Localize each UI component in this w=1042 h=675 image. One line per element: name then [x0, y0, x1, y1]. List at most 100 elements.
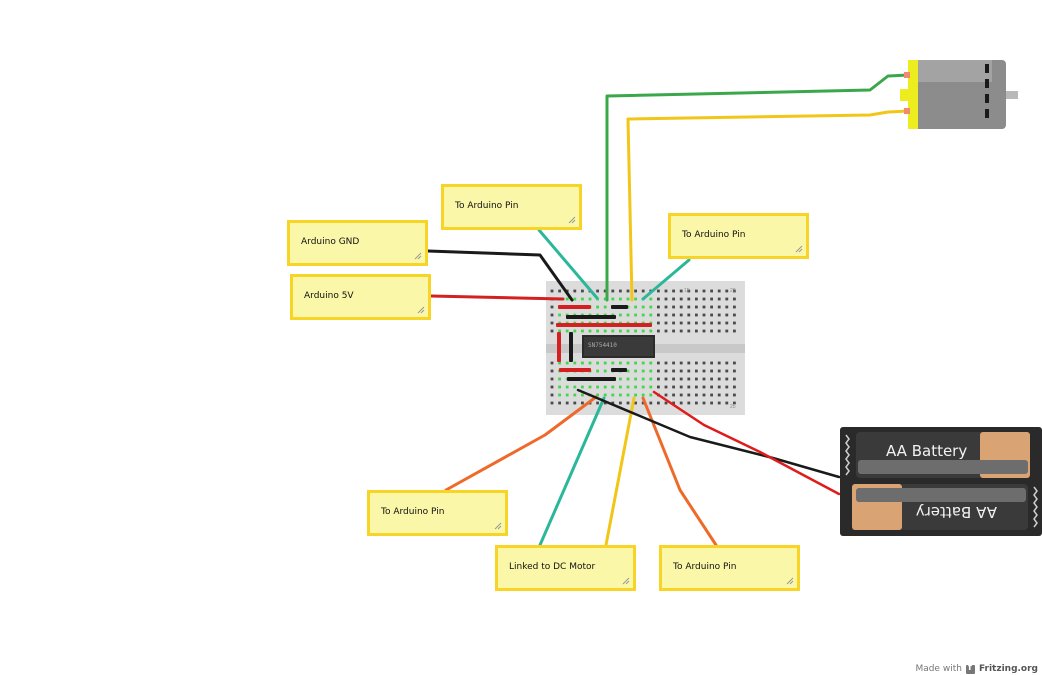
breadboard-hole-connected	[641, 369, 645, 373]
breadboard-hole	[657, 297, 660, 301]
breadboard-hole	[710, 385, 713, 389]
note-arduino-gnd[interactable]: Arduino GND	[287, 220, 428, 266]
battery-spring	[1033, 486, 1038, 528]
breadboard-hole	[717, 297, 721, 301]
wire-teal-bottom	[538, 396, 606, 547]
breadboard-hole	[702, 361, 706, 365]
breadboard-hole-connected	[634, 313, 637, 317]
breadboard-hole	[695, 401, 698, 405]
resize-grip-icon[interactable]	[494, 522, 502, 530]
breadboard-hole-connected	[603, 305, 607, 309]
breadboard-hole	[733, 297, 736, 301]
resize-grip-icon[interactable]	[795, 245, 803, 253]
breadboard-hole	[672, 297, 675, 301]
breadboard-hole	[695, 377, 698, 381]
breadboard-hole	[596, 401, 599, 405]
breadboard-hole	[687, 361, 691, 365]
breadboard-hole-connected	[634, 377, 637, 381]
note-linked-dc-motor[interactable]: Linked to DC Motor	[495, 545, 636, 591]
breadboard-hole-connected	[649, 393, 653, 397]
note-label: To Arduino Pin	[682, 230, 746, 240]
breadboard-hole-connected	[558, 361, 561, 365]
breadboard-hole	[702, 393, 706, 397]
breadboard-hole	[550, 321, 554, 325]
breadboard-hole-connected	[634, 393, 637, 397]
breadboard-hole	[710, 289, 713, 293]
breadboard-hole-connected	[581, 361, 584, 365]
breadboard-hole	[679, 313, 683, 317]
breadboard-hole	[695, 321, 698, 325]
breadboard-hole-connected	[596, 369, 599, 373]
breadboard-hole-connected	[588, 329, 592, 333]
resize-grip-icon[interactable]	[417, 306, 425, 314]
breadboard-hole-connected	[641, 305, 645, 309]
note-arduino-pin-bottom-right[interactable]: To Arduino Pin	[659, 545, 800, 591]
breadboard-hole-connected	[581, 393, 584, 397]
breadboard-hole	[550, 329, 554, 333]
note-arduino-pin-bottom-left[interactable]: To Arduino Pin	[367, 490, 508, 536]
breadboard-hole-connected	[588, 361, 592, 365]
wire-red-5v	[429, 294, 565, 301]
sn754410-chip: SN754410	[582, 335, 655, 358]
breadboard-hole	[611, 289, 615, 293]
note-arduino-5v[interactable]: Arduino 5V	[290, 274, 431, 320]
breadboard-hole	[725, 369, 729, 373]
breadboard-hole	[702, 377, 706, 381]
resize-grip-icon[interactable]	[414, 252, 422, 260]
resize-grip-icon[interactable]	[786, 577, 794, 585]
breadboard-hole-connected	[558, 385, 561, 389]
breadboard-hole	[695, 385, 698, 389]
breadboard-hole	[695, 369, 698, 373]
breadboard-hole	[725, 313, 729, 317]
breadboard-hole	[710, 313, 713, 317]
jumper-red	[559, 368, 591, 372]
breadboard-hole	[679, 377, 683, 381]
breadboard-hole-connected	[565, 385, 569, 389]
breadboard-hole	[717, 369, 721, 373]
motor-terminal-block	[900, 89, 916, 101]
resize-grip-icon[interactable]	[568, 216, 576, 224]
jumper-black	[566, 315, 616, 319]
breadboard-hole	[550, 385, 554, 389]
breadboard-hole-connected	[626, 361, 630, 365]
breadboard-hole	[717, 377, 721, 381]
breadboard-hole	[725, 321, 729, 325]
breadboard-hole	[733, 321, 736, 325]
wire-teal-top-right	[641, 258, 691, 301]
breadboard-hole	[733, 313, 736, 317]
breadboard-hole-connected	[565, 393, 569, 397]
breadboard-hole-connected	[641, 329, 645, 333]
motor-highlight	[912, 60, 992, 82]
breadboard-hole-connected	[626, 297, 630, 301]
breadboard-row-number: 25	[730, 404, 736, 410]
breadboard-hole	[710, 377, 713, 381]
breadboard-hole	[672, 329, 675, 333]
breadboard-hole	[687, 329, 691, 333]
breadboard-hole	[672, 289, 675, 293]
note-arduino-pin-top-left[interactable]: To Arduino Pin	[441, 184, 582, 230]
breadboard-hole	[695, 393, 698, 397]
note-arduino-pin-top-right[interactable]: To Arduino Pin	[668, 213, 809, 259]
fritzing-brand-link[interactable]: Fritzing.org	[978, 664, 1038, 674]
breadboard-hole	[550, 369, 554, 373]
resize-grip-icon[interactable]	[622, 577, 630, 585]
breadboard-hole	[550, 289, 554, 293]
breadboard-hole	[710, 369, 713, 373]
wire-black-battery	[576, 388, 841, 479]
breadboard-hole	[672, 313, 675, 317]
breadboard-hole	[558, 289, 561, 293]
breadboard-hole-connected	[626, 329, 630, 333]
breadboard-hole	[717, 385, 721, 389]
wire-teal-top-left	[537, 228, 599, 300]
breadboard-hole	[717, 393, 721, 397]
note-label: To Arduino Pin	[455, 201, 519, 211]
breadboard-hole	[565, 401, 569, 405]
breadboard-hole-connected	[626, 369, 630, 373]
breadboard-hole	[702, 401, 706, 405]
breadboard-hole	[687, 321, 691, 325]
breadboard-hole	[657, 401, 660, 405]
note-label: To Arduino Pin	[381, 507, 445, 517]
breadboard-hole	[725, 305, 729, 309]
